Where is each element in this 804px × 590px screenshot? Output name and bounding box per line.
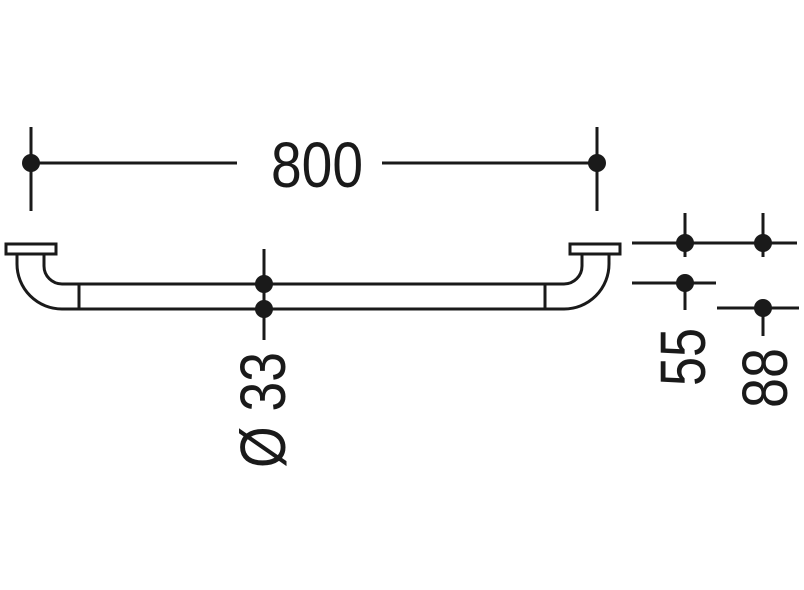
dimension-endpoint-dot-right	[588, 154, 606, 172]
near-offset-label: 55	[647, 328, 719, 386]
diameter-dot-top	[255, 275, 273, 293]
length-dimension-label: 800	[271, 129, 363, 201]
diameter-dimension-label: Ø 33	[227, 352, 299, 468]
near-offset-dot	[676, 274, 694, 292]
grab-bar	[4, 242, 622, 311]
length-dimension: 800	[22, 127, 606, 211]
grab-bar-inner-contour	[42, 254, 584, 286]
far-offset-label: 88	[729, 348, 801, 408]
far-offset-dot	[754, 299, 772, 317]
wall-flange-right	[568, 242, 622, 256]
wall-dot-near	[676, 234, 694, 252]
grab-bar-outer-contour	[15, 254, 611, 311]
wall-flange-left	[4, 242, 58, 256]
diameter-dimension: Ø 33	[227, 249, 299, 468]
wall-offset-dimensions: 55 88	[632, 213, 801, 408]
dimension-endpoint-dot-left	[22, 154, 40, 172]
diameter-dot-bottom	[255, 300, 273, 318]
wall-dot-far	[754, 234, 772, 252]
